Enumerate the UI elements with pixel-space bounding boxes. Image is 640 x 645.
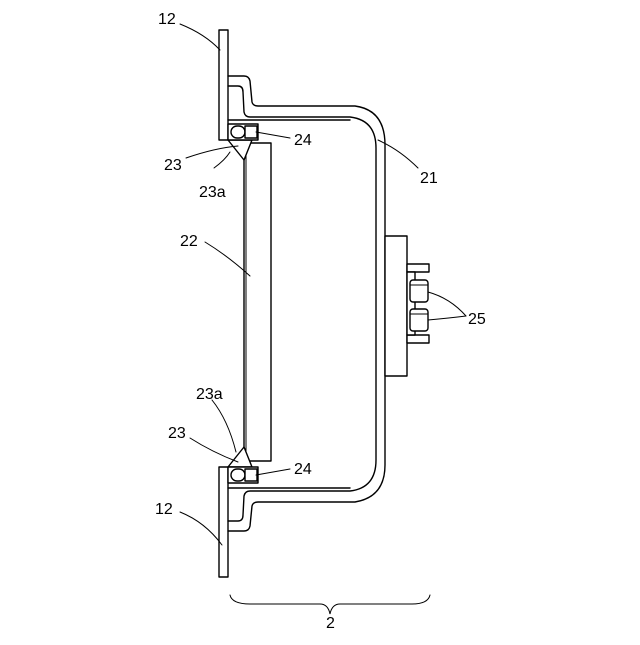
label-21: 21 [420, 170, 438, 187]
fastener-top [231, 126, 257, 138]
mounting-panel-top [219, 30, 228, 140]
assembly-brace [230, 595, 430, 614]
connector-upper [410, 280, 428, 302]
label-12-top: 12 [158, 11, 176, 28]
label-23-top: 23 [164, 157, 182, 174]
label-23a-bottom: 23a [196, 386, 223, 403]
connector-lower [410, 309, 428, 331]
connector-block [385, 236, 429, 376]
label-12-bottom: 12 [155, 501, 173, 518]
fastener-bottom [231, 469, 257, 481]
label-25: 25 [468, 311, 486, 328]
label-24-bottom: 24 [294, 461, 312, 478]
label-23-bottom: 23 [168, 425, 186, 442]
label-24-top: 24 [294, 132, 312, 149]
label-2: 2 [326, 615, 335, 632]
label-23a-top: 23a [199, 184, 226, 201]
label-22: 22 [180, 233, 198, 250]
mounting-panel-bottom [219, 467, 228, 577]
plate [244, 143, 271, 461]
